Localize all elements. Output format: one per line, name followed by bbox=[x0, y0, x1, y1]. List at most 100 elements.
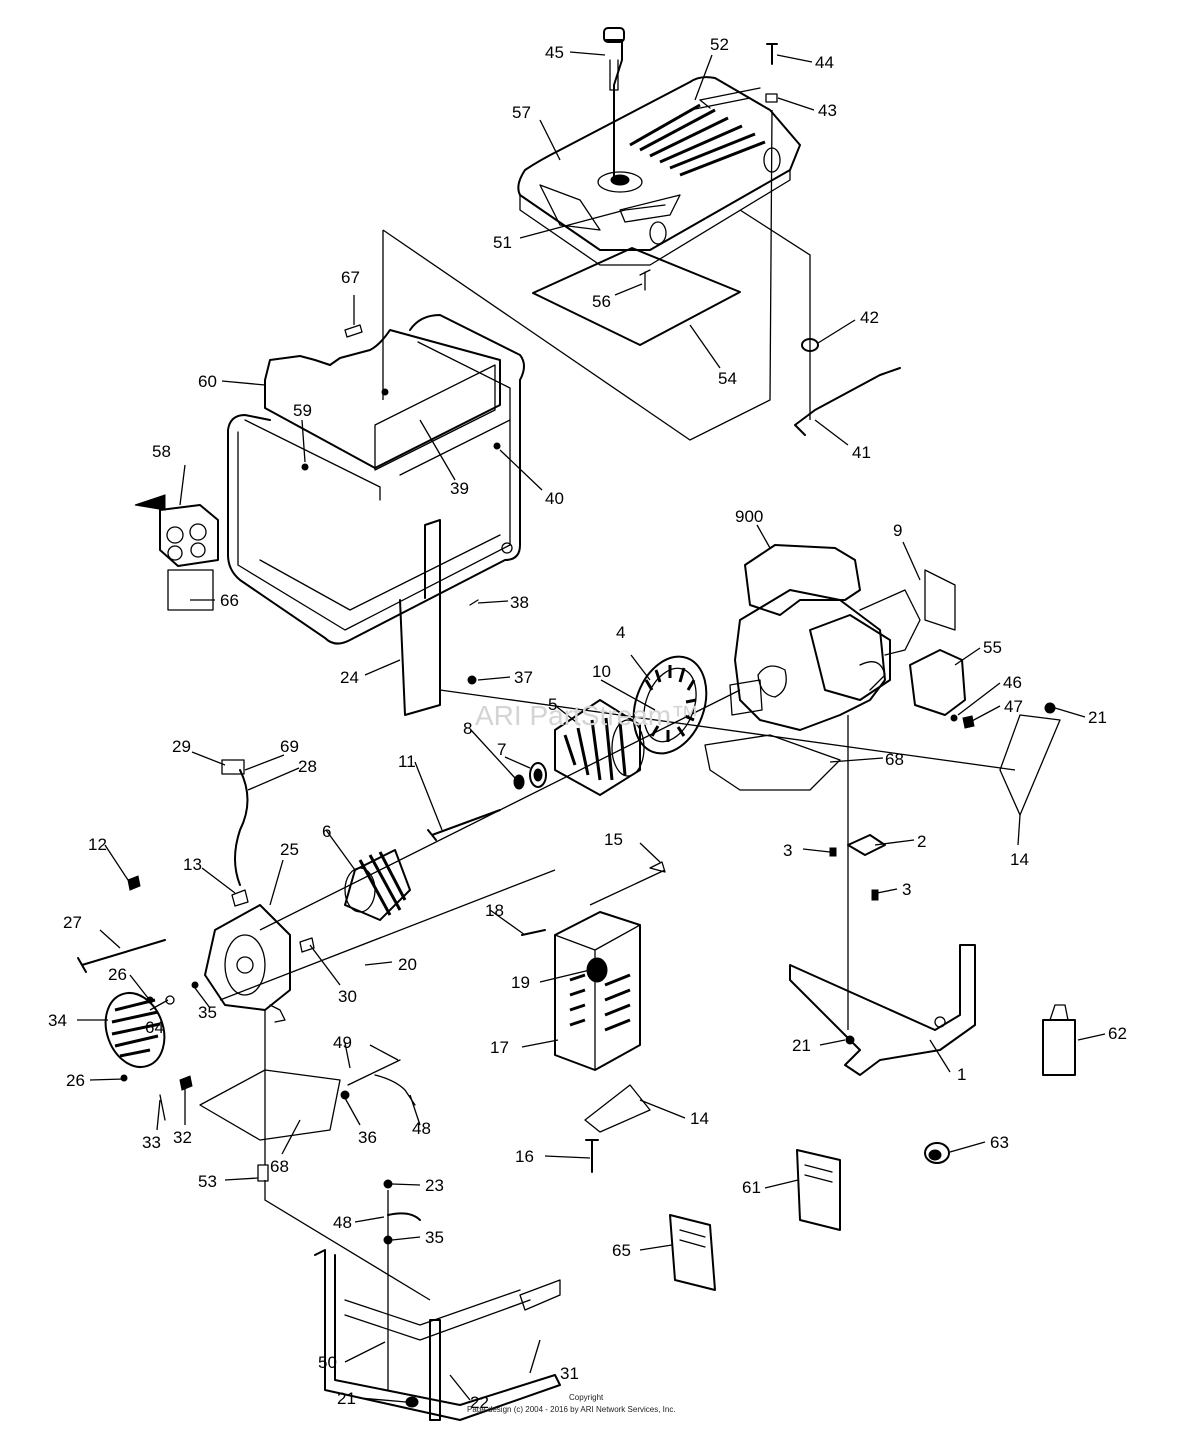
handle-1[interactable] bbox=[789, 944, 976, 1076]
washer-26a[interactable] bbox=[146, 996, 154, 1004]
air-filter-9[interactable] bbox=[924, 569, 956, 631]
wire-harness-28[interactable] bbox=[234, 769, 249, 886]
muffler-17[interactable] bbox=[554, 911, 641, 1071]
washer-8[interactable] bbox=[513, 774, 525, 790]
choke-lever-41[interactable] bbox=[794, 367, 901, 436]
foot-21c[interactable] bbox=[405, 1396, 419, 1408]
washer-26b[interactable] bbox=[120, 1074, 128, 1082]
callout-43: 43 bbox=[818, 101, 837, 120]
foot-21a[interactable] bbox=[1044, 702, 1056, 714]
fitting-53[interactable] bbox=[257, 1164, 269, 1182]
callout-55: 55 bbox=[983, 638, 1002, 657]
callout-42: 42 bbox=[860, 308, 879, 327]
callout-38: 38 bbox=[510, 593, 529, 612]
fuel-tank-heat-shield[interactable] bbox=[532, 247, 741, 346]
manual-65[interactable] bbox=[669, 1214, 716, 1291]
callout-69: 69 bbox=[280, 737, 299, 756]
decal-52[interactable] bbox=[699, 99, 711, 109]
ground-wire-48b[interactable] bbox=[387, 1212, 421, 1221]
part-30[interactable] bbox=[299, 937, 315, 953]
callout-45: 45 bbox=[545, 43, 564, 62]
grommet-12[interactable] bbox=[127, 875, 141, 891]
foot-21b[interactable] bbox=[845, 1035, 855, 1045]
wire-48a[interactable] bbox=[374, 1074, 416, 1106]
callout-27: 27 bbox=[63, 913, 82, 932]
oil-bottle-62[interactable] bbox=[1042, 1004, 1076, 1076]
bolt-27[interactable] bbox=[77, 939, 166, 973]
control-panel[interactable] bbox=[264, 329, 501, 471]
bearing-7[interactable] bbox=[529, 762, 547, 788]
engine[interactable] bbox=[729, 544, 921, 731]
gasket-15[interactable] bbox=[649, 861, 666, 873]
bolt-16[interactable] bbox=[585, 1139, 599, 1173]
callout-25: 25 bbox=[280, 840, 299, 859]
muffler-bracket-14b[interactable] bbox=[584, 1084, 651, 1133]
shield-68a[interactable] bbox=[704, 734, 841, 791]
callout-49: 49 bbox=[333, 1033, 352, 1052]
rotor-5[interactable] bbox=[554, 699, 645, 796]
fuel-gauge[interactable] bbox=[603, 27, 625, 181]
decal-66[interactable] bbox=[167, 569, 214, 611]
callout-68a: 68 bbox=[885, 750, 904, 769]
screw-56[interactable] bbox=[639, 269, 651, 291]
callout-63: 63 bbox=[990, 1133, 1009, 1152]
callout-leaders bbox=[77, 51, 1106, 1403]
through-bolt-11[interactable] bbox=[427, 809, 501, 841]
callout-28: 28 bbox=[298, 757, 317, 776]
callout-29: 29 bbox=[172, 737, 191, 756]
nut-23[interactable] bbox=[383, 1179, 393, 1189]
decal-67[interactable] bbox=[344, 324, 363, 338]
brush-holder-6[interactable] bbox=[344, 849, 411, 921]
callout-20: 20 bbox=[398, 955, 417, 974]
callout-46: 46 bbox=[1003, 673, 1022, 692]
callout-21c: 21 bbox=[337, 1389, 356, 1408]
watermark: ARI PartStream™ bbox=[475, 700, 699, 731]
screw-38[interactable] bbox=[469, 599, 479, 606]
bracket-24[interactable] bbox=[399, 519, 441, 716]
stator-4[interactable] bbox=[621, 646, 719, 763]
callout-50: 50 bbox=[318, 1353, 337, 1372]
clip-36[interactable] bbox=[340, 1090, 350, 1100]
callout-40: 40 bbox=[545, 489, 564, 508]
nut-47[interactable] bbox=[962, 715, 975, 729]
wire-49[interactable] bbox=[347, 1059, 401, 1086]
clip-32[interactable] bbox=[179, 1075, 193, 1091]
bolt-18[interactable] bbox=[521, 929, 546, 936]
frame[interactable] bbox=[227, 314, 525, 645]
vibration-mount-2[interactable] bbox=[847, 834, 886, 856]
callout-23: 23 bbox=[425, 1176, 444, 1195]
callout-39: 39 bbox=[450, 479, 469, 498]
screw-3b[interactable] bbox=[871, 889, 879, 901]
screw-33[interactable] bbox=[159, 1094, 166, 1121]
bracket-31[interactable] bbox=[519, 1279, 561, 1311]
outlet-panel[interactable] bbox=[134, 494, 219, 567]
callout-66: 66 bbox=[220, 591, 239, 610]
air-filter-cover-55[interactable] bbox=[909, 649, 966, 716]
grommet-13[interactable] bbox=[231, 889, 249, 907]
screw-3a[interactable] bbox=[829, 847, 837, 857]
manual-61[interactable] bbox=[796, 1149, 841, 1231]
shield-68b[interactable] bbox=[199, 1069, 341, 1141]
base-frame[interactable] bbox=[314, 1249, 561, 1421]
end-cover-34[interactable] bbox=[96, 985, 175, 1076]
connector-29[interactable] bbox=[221, 759, 245, 775]
washer-35a[interactable] bbox=[191, 981, 199, 989]
callout-16: 16 bbox=[515, 1147, 534, 1166]
spark-arrestor-19[interactable] bbox=[586, 957, 608, 983]
callout-67: 67 bbox=[341, 268, 360, 287]
bolt-44[interactable] bbox=[766, 43, 778, 65]
decal-51[interactable] bbox=[624, 204, 666, 211]
knob-63[interactable] bbox=[924, 1142, 950, 1164]
callout-900: 900 bbox=[735, 507, 763, 526]
nut-37[interactable] bbox=[467, 675, 477, 685]
callout-24: 24 bbox=[340, 668, 359, 687]
fuel-tank[interactable] bbox=[517, 76, 801, 266]
washer-43[interactable] bbox=[765, 93, 778, 103]
callout-15: 15 bbox=[604, 830, 623, 849]
part-64[interactable] bbox=[165, 995, 175, 1005]
callout-14b: 14 bbox=[690, 1109, 709, 1128]
washer-46[interactable] bbox=[950, 714, 958, 722]
rear-bearing-carrier-25[interactable] bbox=[204, 904, 291, 1023]
callout-12: 12 bbox=[88, 835, 107, 854]
bracket-14a[interactable] bbox=[999, 714, 1061, 816]
